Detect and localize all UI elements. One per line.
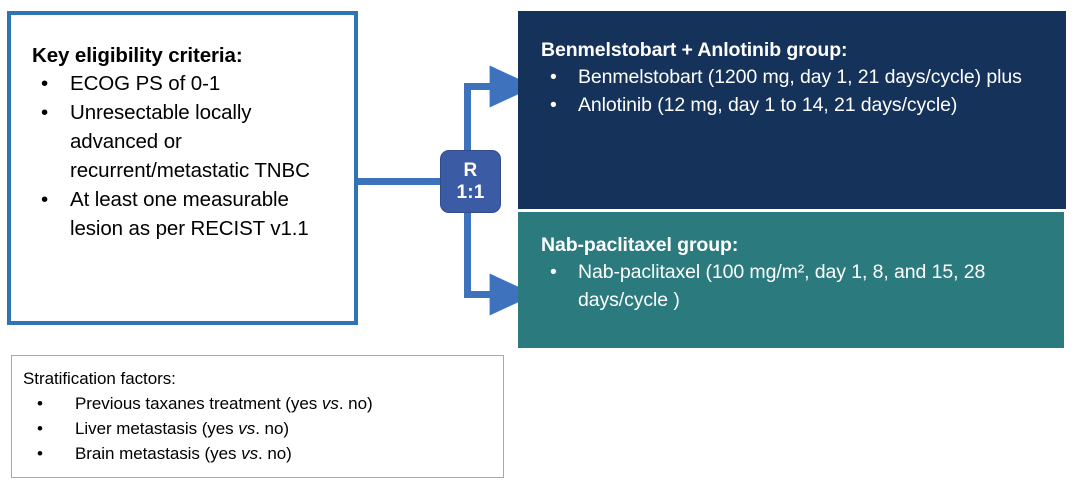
eligibility-item: • ECOG PS of 0-1 <box>32 69 342 98</box>
bullet-icon: • <box>550 261 557 283</box>
stratification-content: Stratification factors: • Previous taxan… <box>23 367 493 466</box>
eligibility-item: • Unresectable locally advanced or recur… <box>32 98 342 185</box>
control-arm-box: Nab-paclitaxel group: • Nab-paclitaxel (… <box>518 212 1064 348</box>
bullet-icon: • <box>41 188 49 211</box>
randomisation-node: R 1:1 <box>440 150 501 213</box>
bullet-icon: • <box>550 94 557 116</box>
connector-randomisation-to-control-arm <box>464 213 536 316</box>
eligibility-item-label: ECOG PS of 0-1 <box>70 72 221 95</box>
stratification-item-emphasis: vs <box>321 394 339 413</box>
eligibility-criteria-box: Key eligibility criteria: • ECOG PS of 0… <box>7 11 358 325</box>
stratification-item: • Brain metastasis (yes vs. no) <box>23 441 493 466</box>
control-arm-item-label: Nab-paclitaxel (100 mg/m², day 1, 8, and… <box>578 261 986 311</box>
connector-randomisation-to-experimental-arm <box>464 65 536 150</box>
randomisation-ratio: 1:1 <box>456 181 485 203</box>
stratification-item-emphasis: vs <box>241 444 259 463</box>
bullet-icon: • <box>37 394 43 413</box>
experimental-arm-content: Benmelstobart + Anlotinib group: • Benme… <box>541 37 1046 119</box>
stratification-item: • Previous taxanes treatment (yes vs. no… <box>23 391 493 416</box>
bullet-icon: • <box>41 101 49 124</box>
experimental-arm-title: Benmelstobart + Anlotinib group: <box>541 39 848 61</box>
stratification-item-post: . no) <box>338 394 373 413</box>
eligibility-content: Key eligibility criteria: • ECOG PS of 0… <box>32 42 342 243</box>
stratification-item-label: Previous taxanes treatment (yes vs. no) <box>75 394 373 413</box>
control-arm-item: • Nab-paclitaxel (100 mg/m², day 1, 8, a… <box>541 258 1046 314</box>
eligibility-list: • ECOG PS of 0-1 • Unresectable locally … <box>32 69 342 243</box>
bullet-icon: • <box>37 444 43 463</box>
stratification-item-pre: Previous taxanes treatment (yes <box>75 394 322 413</box>
control-arm-list: • Nab-paclitaxel (100 mg/m², day 1, 8, a… <box>541 258 1046 314</box>
control-arm-content: Nab-paclitaxel group: • Nab-paclitaxel (… <box>541 232 1046 314</box>
stratification-item-post: . no) <box>255 419 289 438</box>
stratification-factors-box: Stratification factors: • Previous taxan… <box>11 355 504 478</box>
stratification-item-post: . no) <box>258 444 292 463</box>
experimental-arm-list: • Benmelstobart (1200 mg, day 1, 21 days… <box>541 63 1046 119</box>
experimental-arm-item: • Benmelstobart (1200 mg, day 1, 21 days… <box>541 63 1046 91</box>
stratification-item-pre: Liver metastasis (yes <box>75 419 239 438</box>
stratification-item-emphasis: vs <box>238 419 256 438</box>
stratification-item: • Liver metastasis (yes vs. no) <box>23 416 493 441</box>
eligibility-item: • At least one measurable lesion as per … <box>32 185 342 243</box>
control-arm-title: Nab-paclitaxel group: <box>541 234 739 256</box>
bullet-icon: • <box>550 66 557 88</box>
eligibility-title: Key eligibility criteria: <box>32 44 243 67</box>
stratification-title: Stratification factors: <box>23 369 176 388</box>
eligibility-item-label: At least one measurable lesion as per RE… <box>70 188 309 240</box>
experimental-arm-box: Benmelstobart + Anlotinib group: • Benme… <box>518 11 1066 209</box>
stratification-item-label: Brain metastasis (yes vs. no) <box>75 444 292 463</box>
bullet-icon: • <box>41 72 49 95</box>
stratification-item-pre: Brain metastasis (yes <box>75 444 242 463</box>
eligibility-item-label: Unresectable locally advanced or recurre… <box>70 101 310 182</box>
bullet-icon: • <box>37 419 43 438</box>
randomisation-label: R <box>463 159 478 181</box>
experimental-arm-item-label: Anlotinib (12 mg, day 1 to 14, 21 days/c… <box>578 94 958 116</box>
experimental-arm-item-label: Benmelstobart (1200 mg, day 1, 21 days/c… <box>578 66 1022 88</box>
experimental-arm-item: • Anlotinib (12 mg, day 1 to 14, 21 days… <box>541 91 1046 119</box>
stratification-item-label: Liver metastasis (yes vs. no) <box>75 419 289 438</box>
stratification-list: • Previous taxanes treatment (yes vs. no… <box>23 391 493 466</box>
